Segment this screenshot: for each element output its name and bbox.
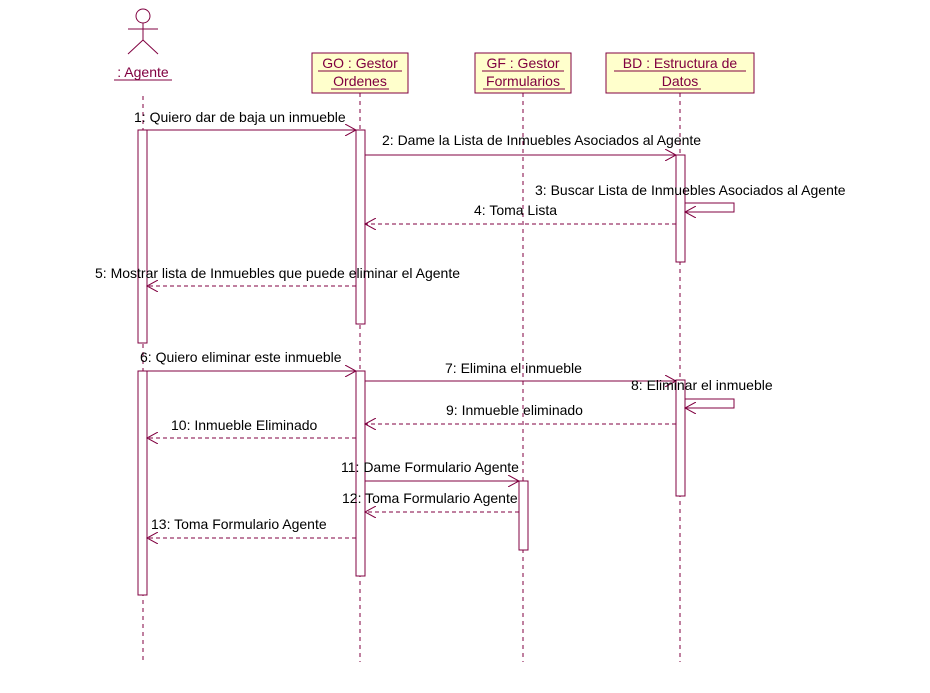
message-7-label: 7: Elimina el inmueble [445, 360, 582, 376]
message-8-arrow [685, 398, 735, 408]
object-go-line2: Ordenes [333, 73, 387, 89]
actor-agente[interactable]: : Agente [114, 8, 172, 81]
message-13-label: 13: Toma Formulario Agente [151, 516, 327, 532]
object-go-line1: GO : Gestor [322, 55, 398, 71]
activation-agente-1 [137, 129, 148, 344]
object-gf-line1: GF : Gestor [486, 55, 559, 71]
message-3-label: 3: Buscar Lista de Inmuebles Asociados a… [535, 182, 846, 198]
message-9-label: 9: Inmueble eliminado [446, 402, 583, 418]
actor-head-icon [135, 8, 151, 24]
message-8-label: 8: Eliminar el inmueble [631, 377, 773, 393]
message-5-label: 5: Mostrar lista de Inmuebles que puede … [95, 265, 460, 281]
message-10-label: 10: Inmueble Eliminado [171, 417, 318, 433]
activation-go-2 [355, 370, 366, 577]
message-3-arrow [685, 202, 735, 212]
message-4-label: 4: Toma Lista [474, 202, 557, 218]
object-bd[interactable]: BD : Estructura de Datos [605, 52, 755, 94]
activation-bd-1 [675, 154, 686, 263]
actor-label: : Agente [117, 64, 169, 80]
activation-gf-1 [518, 480, 529, 551]
object-gf[interactable]: GF : Gestor Formularios [474, 52, 572, 94]
message-6-label: 6: Quiero eliminar este inmueble [140, 349, 342, 365]
activation-go-1 [355, 129, 366, 325]
object-bd-line2: Datos [662, 73, 699, 89]
object-go[interactable]: GO : Gestor Ordenes [311, 52, 409, 94]
message-11-label: 11: Dame Formulario Agente [341, 459, 519, 475]
message-1-label: 1: Quiero dar de baja un inmueble [134, 109, 346, 125]
activation-agente-2 [137, 370, 148, 596]
message-12-label: 12: Toma Formulario Agente [342, 490, 518, 506]
object-bd-line1: BD : Estructura de [623, 55, 738, 71]
object-gf-line2: Formularios [486, 73, 560, 89]
message-2-label: 2: Dame la Lista de Inmuebles Asociados … [382, 132, 701, 148]
activation-bd-2 [675, 379, 686, 497]
